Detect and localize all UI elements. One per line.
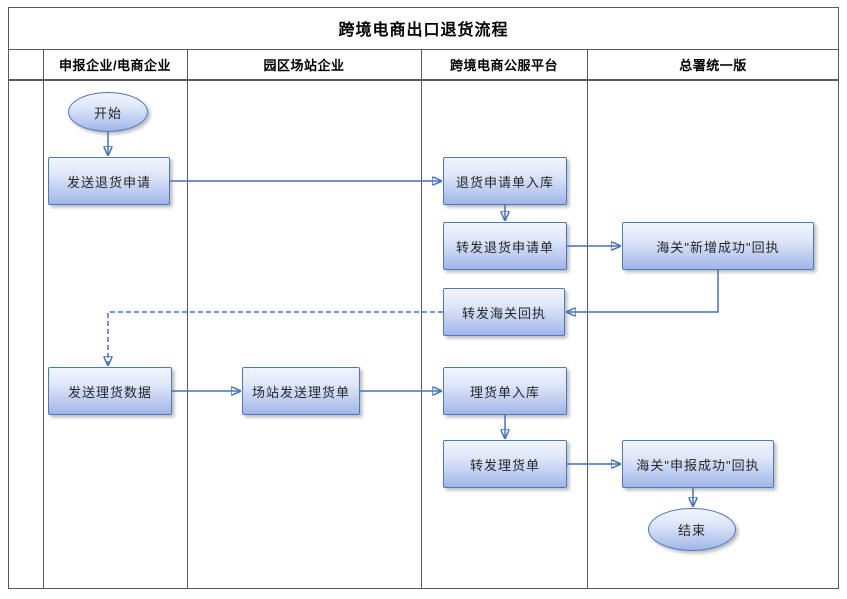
lane-header-public-service-platform: 跨境电商公服平台 xyxy=(449,58,558,73)
header-bottom-line xyxy=(8,79,839,81)
lane-divider-2 xyxy=(421,49,422,589)
node-customs-declare-receipt: 海关"申报成功"回执 xyxy=(622,440,774,488)
outer-border xyxy=(8,7,839,589)
node-send-return-request-label: 发送退货申请 xyxy=(66,174,151,190)
node-send-tally-data: 发送理货数据 xyxy=(48,367,172,415)
lane-header-declaring-enterprise: 申报企业/电商企业 xyxy=(58,58,172,73)
node-station-send-tally-label: 场站发送理货单 xyxy=(251,384,350,400)
node-send-return-request: 发送退货申请 xyxy=(48,157,170,205)
lane-header-gacc-unified: 总署统一版 xyxy=(679,58,747,73)
node-tally-store: 理货单入库 xyxy=(443,367,567,415)
diagram-title: 跨境电商出口退货流程 xyxy=(338,22,509,39)
lane-divider-3 xyxy=(587,49,588,589)
node-forward-return-request: 转发退货申请单 xyxy=(443,222,567,270)
node-tally-store-label: 理货单入库 xyxy=(469,384,540,400)
node-end: 结束 xyxy=(648,508,736,551)
lane-header-park-station: 园区场站企业 xyxy=(263,58,345,73)
node-customs-add-receipt-label: 海关"新增成功"回执 xyxy=(656,239,780,255)
node-customs-declare-receipt-label: 海关"申报成功"回执 xyxy=(636,457,760,473)
node-forward-tally-label: 转发理货单 xyxy=(469,457,540,473)
node-start-label: 开始 xyxy=(93,105,122,121)
node-forward-tally: 转发理货单 xyxy=(443,440,567,488)
node-forward-return-request-label: 转发退货申请单 xyxy=(455,239,554,255)
margin-column-divider xyxy=(43,49,44,589)
lane-divider-1 xyxy=(187,49,188,589)
node-end-label: 结束 xyxy=(677,523,706,538)
node-return-request-store-label: 退货申请单入库 xyxy=(455,174,554,190)
node-return-request-store: 退货申请单入库 xyxy=(443,157,567,205)
node-customs-add-receipt: 海关"新增成功"回执 xyxy=(622,222,814,270)
title-bottom-line xyxy=(8,49,839,50)
node-forward-customs-receipt-label: 转发海关回执 xyxy=(461,305,546,321)
node-start: 开始 xyxy=(68,92,148,132)
node-forward-customs-receipt: 转发海关回执 xyxy=(443,288,565,336)
node-station-send-tally: 场站发送理货单 xyxy=(242,367,360,415)
node-send-tally-data-label: 发送理货数据 xyxy=(67,384,152,400)
